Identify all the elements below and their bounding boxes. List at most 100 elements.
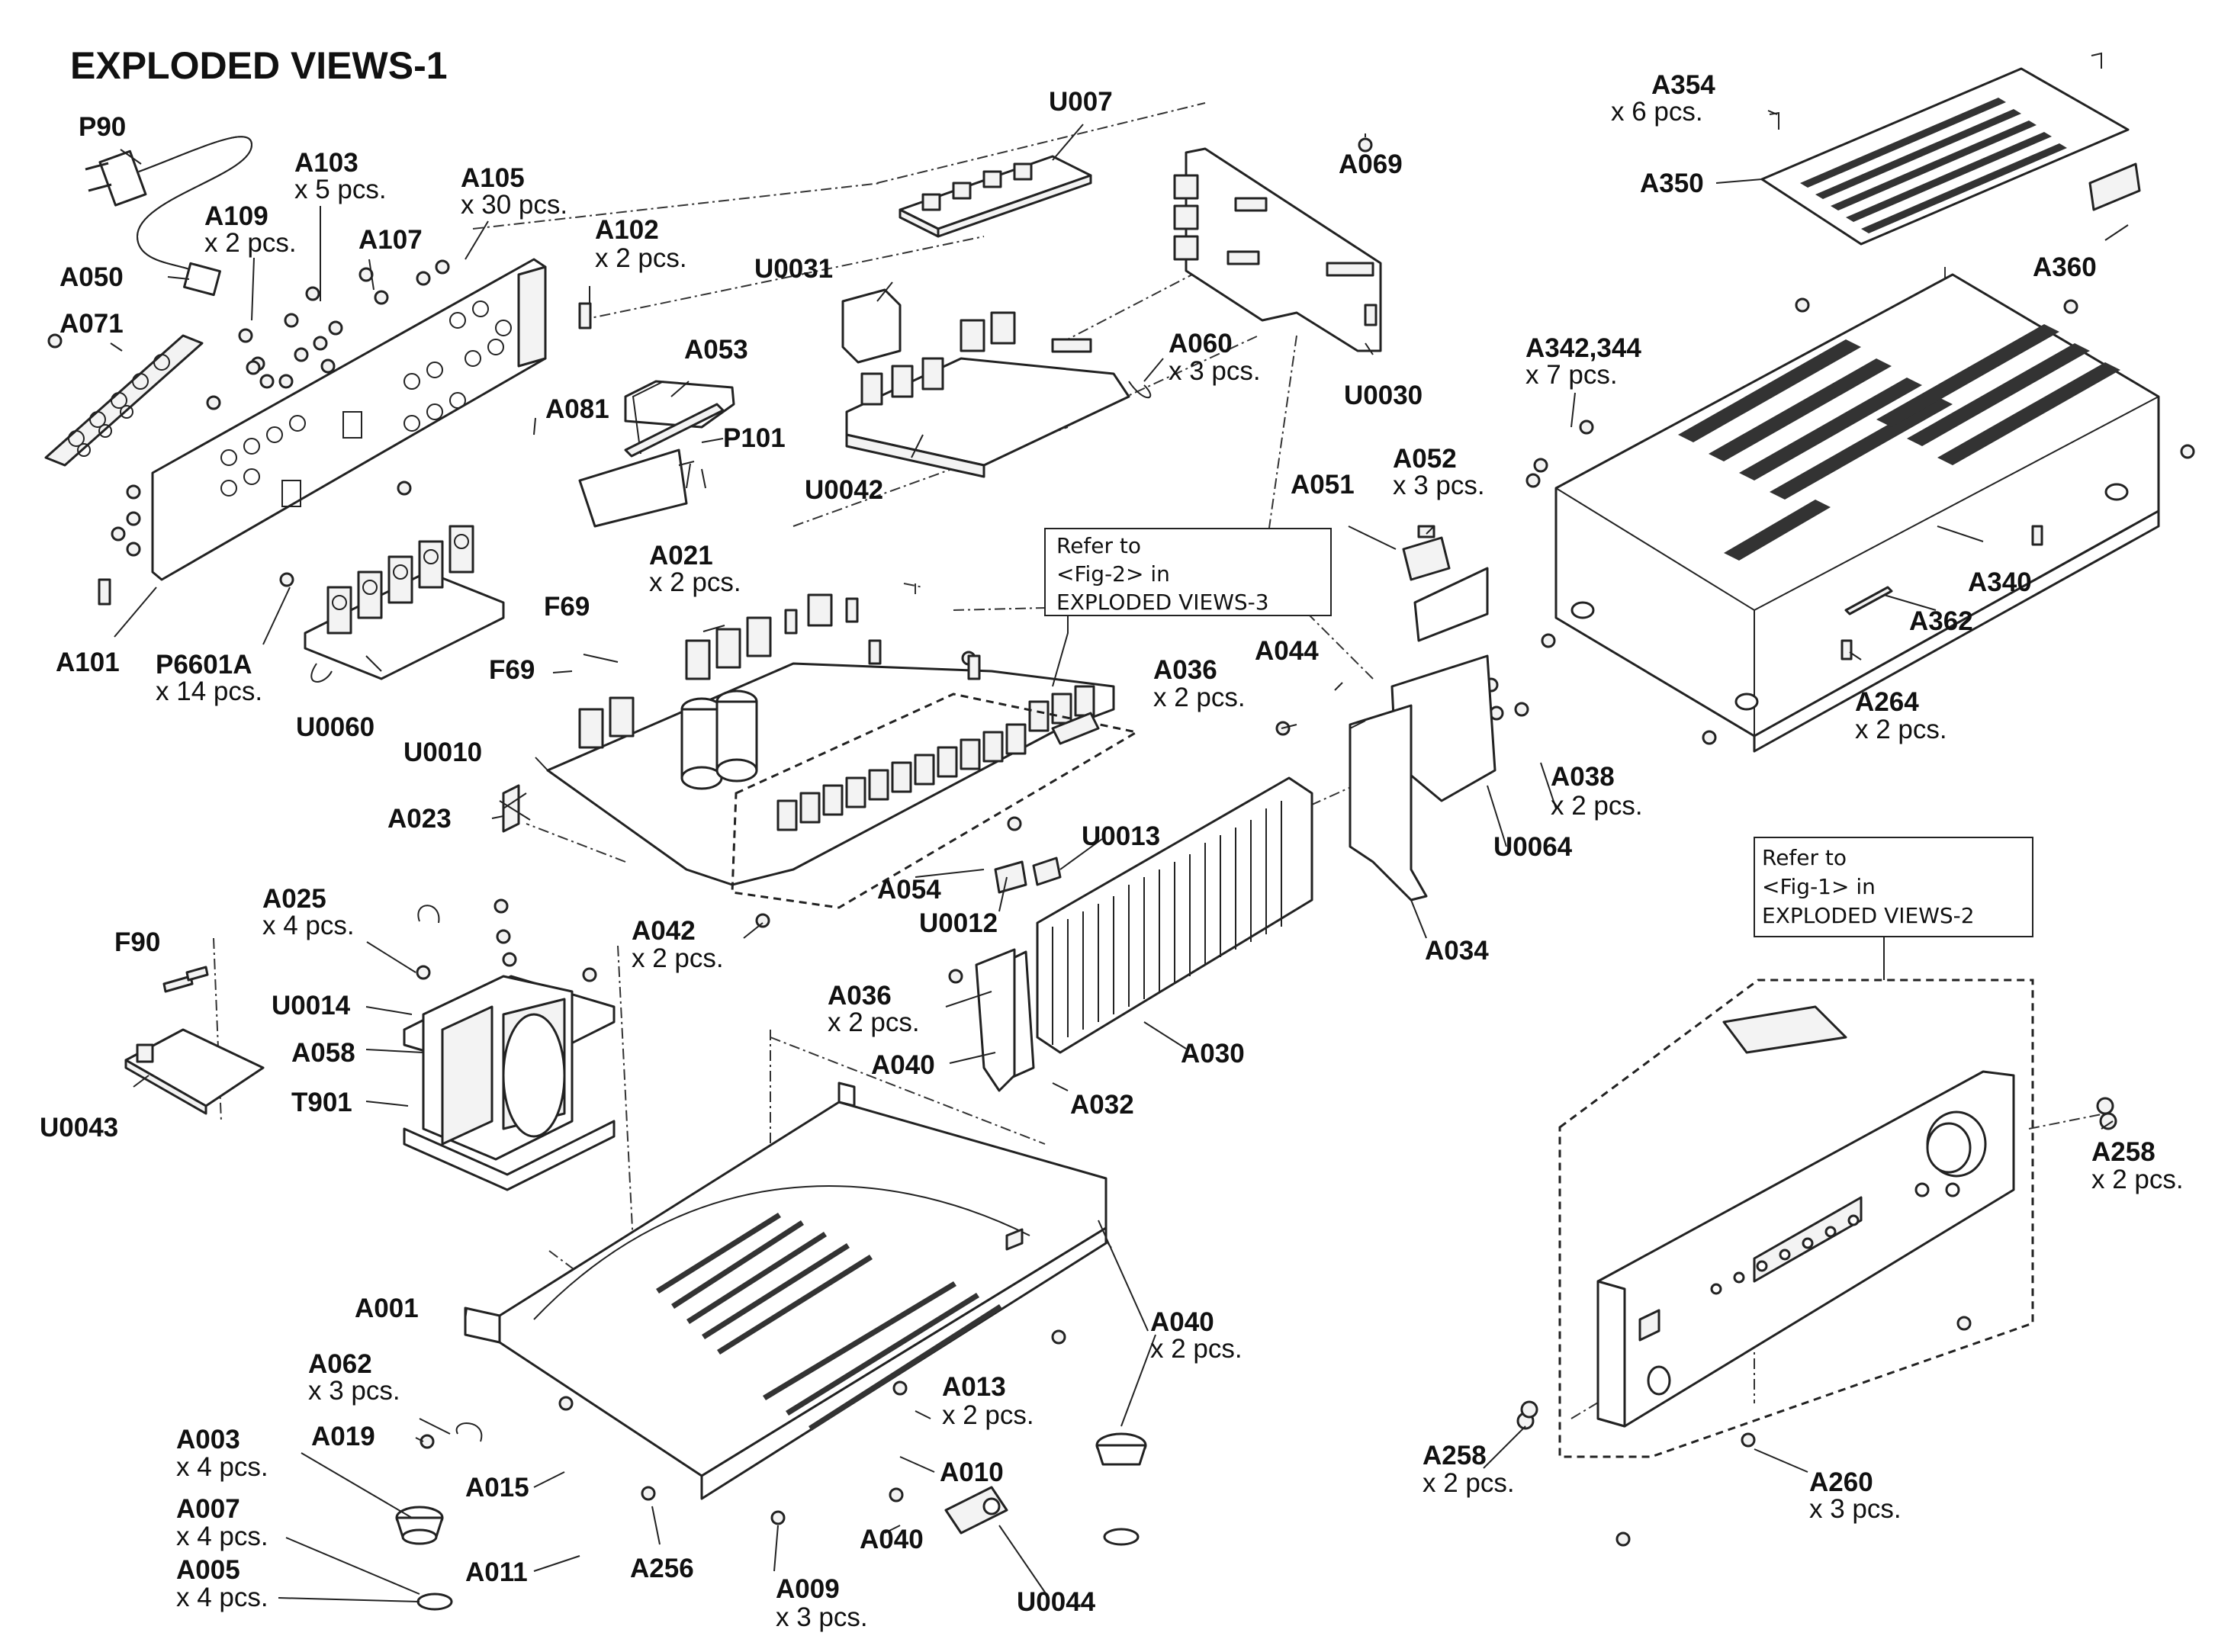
callout-a256: A256 — [630, 1554, 694, 1583]
callout-a107: A107 — [358, 225, 423, 255]
callout-a258-right: A258 — [2091, 1137, 2156, 1167]
page-title: EXPLODED VIEWS-1 — [70, 44, 448, 87]
callout-a058: A058 — [291, 1038, 355, 1068]
leader-lines — [110, 110, 2129, 1602]
callout-a040-right: A040 — [1150, 1307, 1214, 1337]
callout-a042-qty: x 2 pcs. — [632, 943, 724, 973]
t901-transformer — [403, 905, 616, 1191]
callout-a050: A050 — [59, 262, 124, 292]
callout-a001: A001 — [355, 1294, 419, 1323]
callout-a062-qty: x 3 pcs. — [308, 1376, 400, 1406]
callout-a052-qty: x 3 pcs. — [1393, 471, 1485, 500]
callout-a258-left: A258 — [1423, 1441, 1487, 1470]
callout-a021: A021 — [649, 541, 713, 570]
callout-u0042: U0042 — [805, 475, 883, 505]
svg-text:EXPLODED VIEWS-2: EXPLODED VIEWS-2 — [1762, 903, 1975, 928]
svg-text:Refer to: Refer to — [1056, 533, 1141, 558]
callout-a025: A025 — [262, 884, 326, 914]
callout-a009: A009 — [776, 1574, 840, 1604]
callout-u0012: U0012 — [919, 908, 998, 938]
callout-t901: T901 — [291, 1088, 352, 1117]
callout-a105: A105 — [461, 163, 525, 193]
callout-p90: P90 — [79, 112, 126, 142]
callout-a040-right-qty: x 2 pcs. — [1150, 1334, 1243, 1364]
rear-panel — [44, 258, 547, 581]
callout-a258-left-qty: x 2 pcs. — [1423, 1468, 1515, 1498]
callout-a032: A032 — [1070, 1090, 1134, 1120]
callout-a051: A051 — [1291, 470, 1355, 500]
u007-board — [899, 155, 1092, 238]
callout-a342-qty: x 7 pcs. — [1525, 360, 1618, 390]
callout-u0043: U0043 — [40, 1113, 118, 1143]
u0060-terminal-board — [304, 525, 505, 683]
callout-a036-lower-qty: x 2 pcs. — [828, 1008, 920, 1037]
screws — [47, 137, 2195, 1547]
callout-a258-right-qty: x 2 pcs. — [2091, 1165, 2184, 1194]
callout-a260: A260 — [1809, 1467, 1873, 1497]
callout-a010: A010 — [940, 1458, 1004, 1487]
callout-a007-qty: x 4 pcs. — [176, 1522, 268, 1551]
svg-text:<Fig-1> in: <Fig-1> in — [1762, 874, 1876, 899]
callout-a036-upper: A036 — [1153, 655, 1217, 685]
callout-a340: A340 — [1968, 567, 2032, 597]
callout-u0010: U0010 — [403, 738, 482, 767]
callout-a260-qty: x 3 pcs. — [1809, 1494, 1902, 1524]
callout-a103: A103 — [294, 148, 358, 178]
callout-a264-qty: x 2 pcs. — [1855, 715, 1947, 744]
callout-a036-upper-qty: x 2 pcs. — [1153, 683, 1246, 712]
callout-a003-qty: x 4 pcs. — [176, 1452, 268, 1482]
callout-a023: A023 — [387, 804, 452, 834]
callout-f69-top: F69 — [544, 592, 590, 622]
callout-a019: A019 — [311, 1422, 375, 1451]
callout-a015: A015 — [465, 1473, 529, 1503]
callout-a105-qty: x 30 pcs. — [461, 190, 567, 220]
callout-a005: A005 — [176, 1555, 240, 1585]
callout-a069: A069 — [1339, 149, 1403, 179]
callout-a060: A060 — [1169, 329, 1233, 358]
callout-a060-qty: x 3 pcs. — [1169, 356, 1261, 386]
callout-u0030: U0030 — [1344, 381, 1423, 410]
callout-a103-qty: x 5 pcs. — [294, 175, 387, 204]
callout-a350: A350 — [1640, 169, 1704, 198]
callout-a025-qty: x 4 pcs. — [262, 911, 355, 940]
u0010-main-board — [499, 593, 1140, 909]
callout-a040-bracket: A040 — [871, 1050, 935, 1080]
svg-text:Refer to: Refer to — [1762, 845, 1847, 870]
callout-a264: A264 — [1855, 687, 1919, 717]
callout-a003: A003 — [176, 1425, 240, 1454]
callout-a102-qty: x 2 pcs. — [595, 243, 687, 273]
callout-a009-qty: x 3 pcs. — [776, 1602, 868, 1632]
callout-f69-mid: F69 — [489, 655, 535, 685]
callout-a354-qty: x 6 pcs. — [1611, 97, 1703, 127]
callout-a007: A007 — [176, 1494, 240, 1524]
callout-a021-qty: x 2 pcs. — [649, 567, 741, 597]
a102-ribbon-block — [98, 302, 735, 606]
callout-u0014: U0014 — [272, 991, 351, 1020]
callout-a040-bottom: A040 — [860, 1525, 924, 1554]
power-cord — [85, 136, 253, 297]
callout-a081: A081 — [545, 394, 609, 424]
callout-a360: A360 — [2033, 252, 2097, 282]
callout-a044: A044 — [1255, 636, 1319, 666]
callout-p101: P101 — [723, 423, 786, 453]
u0043-board — [124, 966, 265, 1115]
u0064-bracket — [1349, 525, 1496, 902]
u0030-board — [1173, 147, 1382, 352]
callout-u0064: U0064 — [1493, 832, 1573, 862]
callout-p6601a-qty: x 14 pcs. — [156, 677, 262, 706]
callout-a011: A011 — [465, 1557, 528, 1587]
callout-a354: A354 — [1651, 70, 1715, 100]
callout-a071: A071 — [59, 309, 124, 339]
callout-a005-qty: x 4 pcs. — [176, 1583, 268, 1612]
u0042-board — [841, 288, 1152, 478]
svg-text:EXPLODED VIEWS-3: EXPLODED VIEWS-3 — [1056, 590, 1269, 615]
callout-a036-lower: A036 — [828, 981, 892, 1011]
refer-leader-fig2 — [1052, 615, 1069, 687]
feet — [395, 1422, 1147, 1611]
callout-a054: A054 — [877, 875, 941, 905]
callout-u007: U007 — [1049, 87, 1113, 117]
callout-a034: A034 — [1425, 936, 1489, 966]
callout-a013: A013 — [942, 1372, 1006, 1402]
callout-a030: A030 — [1181, 1039, 1245, 1069]
callout-a042: A042 — [632, 916, 696, 946]
